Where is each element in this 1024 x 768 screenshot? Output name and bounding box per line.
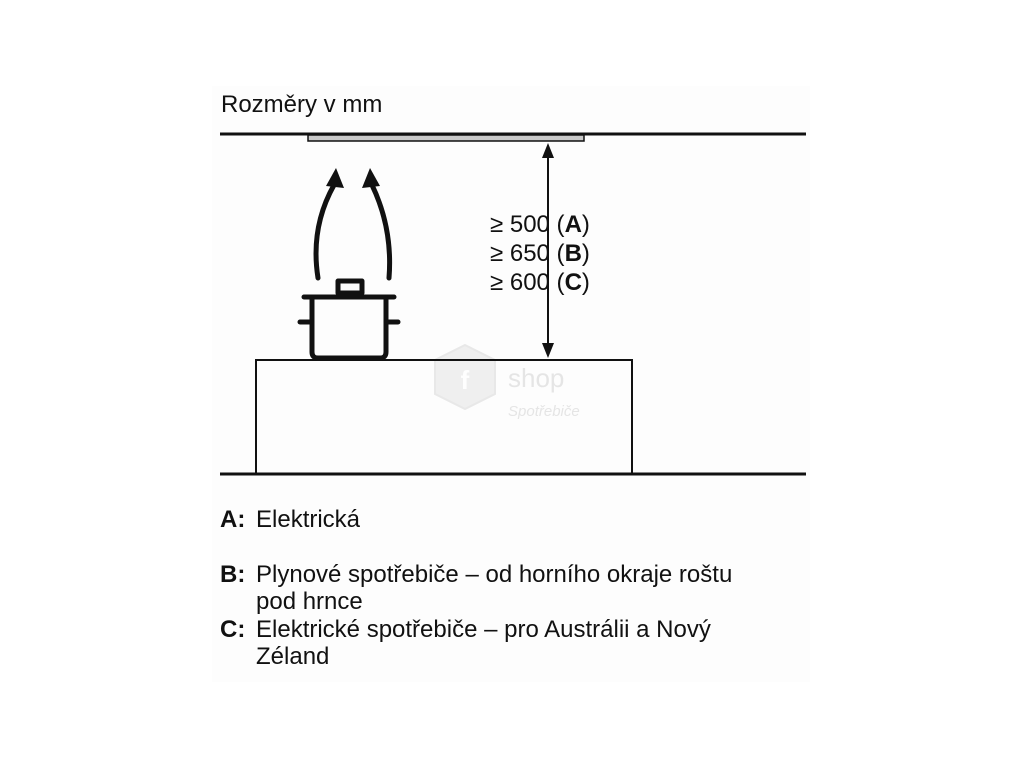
legend-entry-c: C: Elektrické spotřebiče – pro Austrálii… bbox=[220, 616, 776, 671]
minimum-distance-list: ≥ 500 (A) ≥ 650 (B) ≥ 600 (C) bbox=[490, 210, 590, 297]
legend-text: Plynové spotřebiče – od horního okraje r… bbox=[256, 560, 733, 616]
cooktop-counter bbox=[255, 359, 633, 475]
distance-row-a: ≥ 500 (A) bbox=[490, 211, 590, 238]
legend: A: Elektrická B: Plynové spotřebiče – od… bbox=[220, 506, 776, 671]
distance-symbol: ≥ bbox=[490, 269, 504, 296]
legend-entry-b: B: Plynové spotřebiče – od horního okraj… bbox=[220, 561, 776, 616]
distance-key: C bbox=[564, 269, 582, 296]
legend-key: B: bbox=[220, 560, 246, 588]
distance-symbol: ≥ bbox=[490, 240, 504, 267]
distance-arrow bbox=[542, 143, 554, 358]
distance-symbol: ≥ bbox=[490, 211, 504, 238]
legend-text: Elektrické spotřebiče – pro Austrálii a … bbox=[256, 615, 711, 671]
distance-key: A bbox=[564, 211, 582, 238]
watermark-monogram: f bbox=[461, 365, 470, 395]
watermark-logo: f shop Spotřebiče bbox=[434, 343, 580, 420]
distance-value: 650 bbox=[509, 240, 550, 267]
watermark-brand: shop bbox=[508, 363, 564, 393]
cooking-pot-icon bbox=[297, 278, 401, 361]
legend-entry-a: A: Elektrická bbox=[220, 506, 776, 534]
distance-key: B bbox=[564, 240, 582, 267]
distance-row-c: ≥ 600 (C) bbox=[490, 269, 590, 296]
watermark-subtitle: Spotřebiče bbox=[508, 403, 580, 420]
steam-arrows bbox=[313, 182, 393, 281]
distance-row-b: ≥ 650 (B) bbox=[490, 240, 590, 267]
diagram-panel bbox=[212, 86, 810, 682]
distance-value: 500 bbox=[509, 211, 550, 238]
distance-value: 600 bbox=[509, 269, 550, 296]
cooker-hood bbox=[307, 134, 585, 142]
legend-text: Elektrická bbox=[256, 506, 361, 533]
steam-arrow-head-left bbox=[326, 168, 344, 188]
legend-key: A: bbox=[220, 506, 246, 533]
steam-arrow-head-right bbox=[362, 168, 380, 188]
legend-key: C: bbox=[220, 615, 246, 643]
dimensions-unit-title: Rozměry v mm bbox=[221, 91, 383, 118]
